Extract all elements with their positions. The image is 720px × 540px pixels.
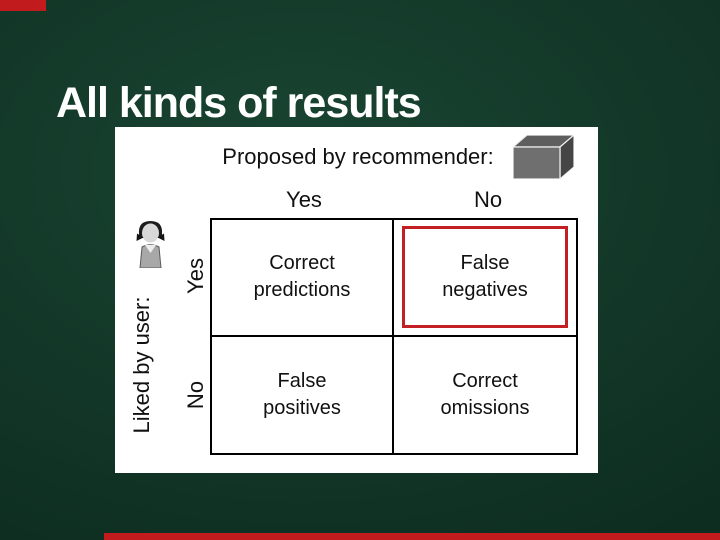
column-label-no: No	[473, 187, 503, 212]
page-title: All kinds of results	[56, 78, 422, 127]
user-icon	[136, 221, 165, 268]
row-axis-label: Liked by user:	[129, 296, 154, 434]
cell-text-line: Correct	[269, 252, 335, 275]
row-label-yes: Yes	[183, 258, 208, 294]
diagram-header-label: Proposed by recommender:	[222, 144, 494, 169]
cell-text-line: False	[460, 252, 510, 275]
3d-box-icon	[513, 135, 574, 179]
accent-bar-top-left	[0, 0, 46, 11]
column-label-yes: Yes	[286, 187, 322, 212]
cell-text-line: positives	[263, 396, 341, 419]
confusion-matrix: Correct predictions False negatives Fals…	[210, 218, 578, 455]
cell-correct-omissions: Correct omissions	[394, 337, 576, 454]
accent-bar-bottom	[104, 533, 720, 540]
cell-text-line: negatives	[442, 279, 528, 302]
cell-false-positives: False positives	[212, 336, 394, 453]
row-label-no: No	[183, 380, 208, 410]
cell-text-line: omissions	[440, 396, 530, 419]
diagram-panel: Proposed by recommender: Yes No Yes No L…	[115, 127, 598, 473]
cell-correct-predictions: Correct predictions	[212, 220, 394, 337]
cell-text-line: Correct	[452, 369, 518, 392]
cell-text-line: False	[277, 369, 327, 392]
cell-false-negatives: False negatives	[394, 220, 576, 337]
cell-text-line: predictions	[253, 279, 351, 302]
